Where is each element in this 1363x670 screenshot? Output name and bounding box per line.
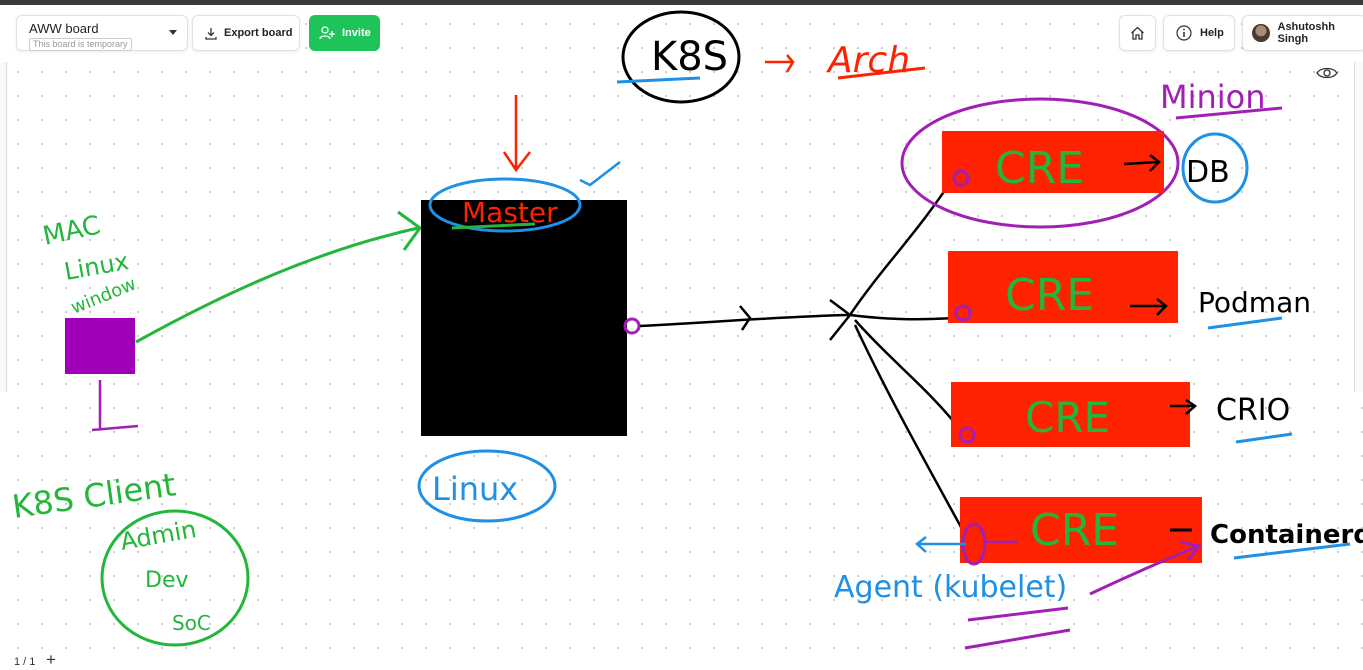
client-label: K8S Client: [10, 465, 178, 526]
agent-underline: [965, 608, 1070, 648]
client-box: [65, 318, 135, 374]
client-role-1: Admin: [118, 515, 198, 556]
client-role-3: SoC: [172, 611, 211, 635]
master-node-box: [421, 200, 627, 436]
cre-label-2: CRE: [1005, 270, 1094, 321]
cre-label-1: CRE: [995, 143, 1084, 194]
client-to-master-arrow: [136, 212, 420, 342]
title-arrow: [765, 55, 793, 72]
master-os-label: Linux: [432, 470, 518, 508]
cre-label-4: CRE: [1030, 505, 1119, 556]
runtime-3-underline: [1236, 434, 1292, 442]
runtime-2-underline: [1208, 318, 1282, 328]
page-counter: 1 / 1: [14, 656, 35, 668]
agent-label: Agent (kubelet): [834, 570, 1067, 605]
node-branch-lines: [830, 175, 968, 540]
client-stem: [92, 380, 138, 430]
runtime-label-1: DB: [1186, 155, 1230, 190]
master-port: [625, 319, 639, 333]
client-role-2: Dev: [145, 568, 189, 593]
master-pointer-arrow: [504, 95, 530, 170]
client-device-label-1: MAC: [40, 210, 103, 251]
runtime-label-3: CRIO: [1216, 393, 1290, 428]
master-to-nodes-line: [640, 306, 850, 330]
board-title-text: K8S: [651, 34, 728, 80]
add-page-button[interactable]: +: [46, 650, 56, 670]
agent-arrow-left: [917, 537, 966, 552]
cre-label-3: CRE: [1025, 393, 1110, 442]
check-mark: [580, 162, 620, 185]
runtime-label-2: Podman: [1198, 286, 1311, 319]
